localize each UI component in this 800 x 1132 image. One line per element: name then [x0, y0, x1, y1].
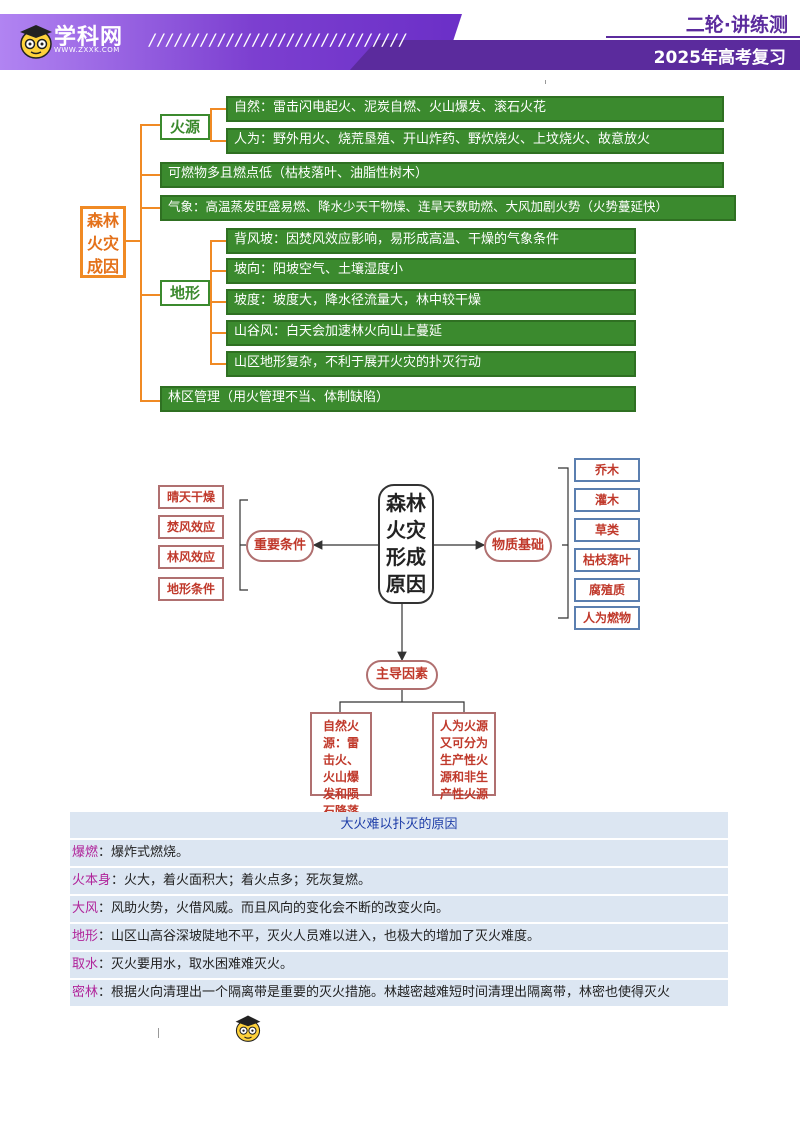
connector: [210, 240, 226, 242]
stray-mark: [545, 80, 546, 84]
management-node: 林区管理（用火管理不当、体制缺陷）: [160, 386, 636, 412]
mascot-logo-icon: [20, 25, 52, 59]
terrain-item: 山区地形复杂，不利于展开火灾的扑灭行动: [226, 351, 636, 377]
logo-text: 学科网: [54, 25, 124, 50]
header-subtitle-bar: [350, 40, 800, 70]
material-basis-pill: 物质基础: [484, 530, 552, 562]
human-fire-source-box: 人为火源又可分为生产性火源和非生产性火源: [432, 712, 496, 801]
fuel-item: 人为燃物: [574, 606, 640, 630]
connector: [210, 270, 226, 272]
row-key: 火本身: [72, 873, 112, 888]
table-row: 爆燃：爆炸式燃烧。: [70, 840, 728, 868]
connector: [140, 124, 142, 402]
condition-item: 晴天干燥: [158, 485, 224, 509]
terrain-item: 背风坡：因焚风效应影响，易形成高温、干燥的气象条件: [226, 228, 636, 254]
logo-url: WWW.ZXXK.COM: [54, 46, 120, 54]
row-key: 爆燃: [72, 845, 99, 860]
terrain-item: 坡度：坡度大，降水径流量大，林中较干燥: [226, 289, 636, 315]
connector: [210, 140, 226, 142]
important-conditions-pill: 重要条件: [246, 530, 314, 562]
table-row: 大风：风助火势，火借风威。而且风向的变化会不断的改变火向。: [70, 896, 728, 924]
connector: [210, 108, 212, 142]
connector: [210, 363, 226, 365]
terrain-label: 地形: [160, 280, 210, 306]
row-text: ：火大，着火面积大；着火点多；死灰复燃。: [111, 873, 372, 888]
fuel-item: 草类: [574, 518, 640, 542]
table-row: 火本身：火大，着火面积大；着火点多；死灰复燃。: [70, 868, 728, 896]
dominant-factor-pill: 主导因素: [366, 660, 438, 690]
row-text: ：风助火势，火借风威。而且风向的变化会不断的改变火向。: [98, 901, 450, 916]
connector: [210, 332, 226, 334]
connector: [140, 174, 160, 176]
row-text: ：灭火要用水，取水困难难灭火。: [98, 957, 294, 972]
center-node: 森林火灾形成原因: [378, 484, 434, 604]
row-text: ：爆炸式燃烧。: [98, 845, 190, 860]
row-key: 取水: [72, 957, 99, 972]
connector: [140, 207, 160, 209]
page-subtitle: 2025年高考复习: [653, 48, 786, 68]
terrain-item: 山谷风：白天会加速林火向山上蔓延: [226, 320, 636, 346]
fuel-item: 腐殖质: [574, 578, 640, 602]
table-row: 密林：根据火向清理出一个隔离带是重要的灭火措施。林越密越难短时间清理出隔离带，林…: [70, 980, 728, 1008]
condition-item: 林风效应: [158, 545, 224, 569]
connector: [210, 301, 226, 303]
connector: [126, 240, 140, 242]
terrain-item: 坡向：阳坡空气、土壤湿度小: [226, 258, 636, 284]
condition-item: 地形条件: [158, 577, 224, 601]
fuel-item: 枯枝落叶: [574, 548, 640, 572]
natural-fire-source-box: 自然火源：雷击火、火山爆发和陨石降落起火等: [310, 712, 372, 835]
row-key: 密林: [72, 985, 99, 1000]
fire-human-node: 人为：野外用火、烧荒垦殖、开山炸药、野炊烧火、上坟烧火、故意放火: [226, 128, 724, 154]
root-node: 森林火灾成因: [80, 206, 126, 278]
row-key: 大风: [72, 901, 99, 916]
fuel-node: 可燃物多且燃点低（枯枝落叶、油脂性树木）: [160, 162, 724, 188]
table-title: 大火难以扑灭的原因: [70, 812, 728, 840]
header-divider: [606, 36, 800, 38]
table-row: 取水：灭火要用水，取水困难难灭火。: [70, 952, 728, 980]
fire-source-label: 火源: [160, 114, 210, 140]
header-decoration: //////////////////////////////: [148, 30, 408, 49]
weather-node: 气象：高温蒸发旺盛易燃、降水少天干物燥、连旱天数助燃、大风加剧火势（火势蔓延快）: [160, 195, 736, 221]
fire-formation-map: 晴天干燥 焚风效应 林风效应 地形条件 重要条件 森林火灾形成原因 物质基础 乔…: [150, 450, 650, 835]
condition-item: 焚风效应: [158, 515, 224, 539]
mascot-icon: [235, 1015, 261, 1042]
fuel-item: 灌木: [574, 488, 640, 512]
hard-to-extinguish-table: 大火难以扑灭的原因 爆燃：爆炸式燃烧。 火本身：火大，着火面积大；着火点多；死灰…: [70, 812, 728, 1008]
connector: [210, 108, 226, 110]
row-text: ：根据火向清理出一个隔离带是重要的灭火措施。林越密越难短时间清理出隔离带，林密也…: [98, 985, 671, 1000]
fuel-item: 乔木: [574, 458, 640, 482]
table-row: 地形：山区山高谷深坡陡地不平，灭火人员难以进入，也极大的增加了灭火难度。: [70, 924, 728, 952]
forest-fire-cause-map: 森林火灾成因 火源 自然：雷击闪电起火、泥炭自燃、火山爆发、滚石火花 人为：野外…: [76, 88, 736, 416]
stray-mark: [158, 1028, 159, 1038]
connector: [140, 294, 160, 296]
row-key: 地形: [72, 929, 99, 944]
connector: [140, 124, 160, 126]
row-text: ：山区山高谷深坡陡地不平，灭火人员难以进入，也极大的增加了灭火难度。: [98, 929, 541, 944]
fire-natural-node: 自然：雷击闪电起火、泥炭自燃、火山爆发、滚石火花: [226, 96, 724, 122]
connector-lines: [239, 467, 569, 712]
connector: [140, 400, 160, 402]
series-title: 二轮·讲练测: [685, 14, 788, 36]
